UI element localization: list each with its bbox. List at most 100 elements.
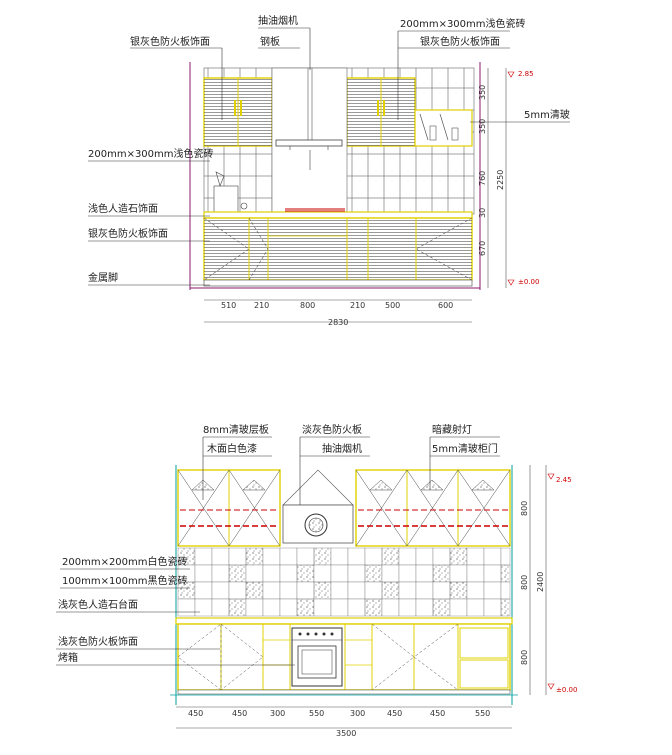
- tile-cell: [398, 547, 417, 566]
- label-stone-counter: 浅灰色人造石台面: [58, 598, 138, 611]
- tile-cell: [347, 581, 366, 600]
- tile-cell: [194, 598, 213, 617]
- dim-bw-1: 450: [188, 709, 203, 718]
- knife-rack: [213, 171, 248, 213]
- tile-cell: [381, 564, 400, 583]
- kick-plate: [203, 279, 473, 287]
- tile-cell: [194, 581, 213, 600]
- label-fireboard-base: 银灰色防火板饰面: [88, 227, 168, 240]
- countertop-top: [203, 211, 473, 219]
- tile-cell: [262, 581, 281, 600]
- top-width-dims: 510 210 800 210 500 600 2830: [204, 299, 472, 327]
- tile-cell: [279, 581, 298, 600]
- cooktop: [285, 208, 345, 212]
- tile-cell: [398, 564, 417, 583]
- dim-w-6: 600: [438, 301, 453, 310]
- tile-cell: [262, 598, 281, 617]
- dim-w-3: 800: [300, 301, 315, 310]
- tile-cell: [415, 547, 434, 566]
- base-cabinets-top: [203, 217, 473, 281]
- tile-cell: [296, 598, 315, 617]
- dim-w-2: 210: [254, 301, 269, 310]
- range-hood-bottom: [282, 469, 354, 544]
- upper-glass-cabinets-left: [177, 469, 281, 547]
- tile-cell: [483, 547, 502, 566]
- dim-h-1: 350: [478, 85, 487, 100]
- dim-bh-1: 800: [520, 501, 529, 516]
- tile-cell: [194, 547, 213, 566]
- dim-total-h: 2250: [496, 170, 505, 190]
- dim-w-5: 500: [385, 301, 400, 310]
- elev-b-top: 2.45: [556, 476, 572, 484]
- tile-cell: [245, 564, 264, 583]
- tile-cell: [279, 547, 298, 566]
- tile-cell: [466, 581, 485, 600]
- tile-cell: [313, 547, 332, 566]
- tile-cell: [228, 598, 247, 617]
- tile-cell: [432, 598, 451, 617]
- tile-cell: [245, 547, 264, 566]
- tile-cell: [500, 581, 511, 600]
- tile-cell: [228, 581, 247, 600]
- label-wood-paint: 木面白色漆: [207, 442, 257, 455]
- label-oven: 烤箱: [58, 651, 78, 664]
- label-white-tile: 200mm×200mm白色瓷砖: [62, 555, 188, 568]
- label-fireboard: 淡灰色防火板: [302, 423, 362, 436]
- tile-cell: [466, 564, 485, 583]
- elev-bottom: ±0.00: [518, 278, 539, 286]
- tile-cell: [330, 564, 349, 583]
- tile-cell: [262, 564, 281, 583]
- dim-bw-7: 450: [430, 709, 445, 718]
- bottom-height-dims: 800 800 800 2400 2.45 ±0.00: [520, 465, 577, 695]
- upper-glass-cabinets-right: [355, 469, 511, 547]
- tile-cell: [364, 598, 383, 617]
- dim-h-5: 670: [478, 241, 487, 256]
- label-hood-top: 抽油烟机: [258, 14, 298, 27]
- label-stone-left: 浅色人造石饰面: [88, 202, 158, 215]
- tile-cell: [296, 564, 315, 583]
- dim-bw-2: 450: [232, 709, 247, 718]
- label-tile-top-right: 200mm×300mm浅色瓷砖: [400, 17, 526, 30]
- upper-cabinet-right: [346, 77, 416, 147]
- label-tile-left: 200mm×300mm浅色瓷砖: [88, 147, 214, 160]
- tile-cell: [330, 547, 349, 566]
- elev-top: 2.85: [518, 70, 534, 78]
- tile-cell: [415, 598, 434, 617]
- tile-cell: [398, 598, 417, 617]
- label-steel: 钢板: [260, 35, 280, 48]
- tile-cell: [313, 581, 332, 600]
- tile-cell: [500, 564, 511, 583]
- label-downlight: 暗藏射灯: [432, 423, 472, 436]
- label-black-tile: 100mm×100mm黑色瓷砖: [62, 574, 188, 587]
- label-metal-leg: 金属脚: [88, 271, 118, 284]
- tile-cell: [296, 547, 315, 566]
- base-cabinets-bottom: [177, 623, 511, 691]
- tile-cell: [347, 547, 366, 566]
- label-fireboard-top-right: 银灰色防火板饰面: [420, 35, 500, 48]
- glass-shelf-cabinet: [414, 109, 473, 147]
- tile-cell: [449, 547, 468, 566]
- tile-cell: [296, 581, 315, 600]
- tile-cell: [177, 598, 196, 617]
- tile-cell: [449, 598, 468, 617]
- tile-cell: [211, 564, 230, 583]
- tile-cell: [449, 564, 468, 583]
- dim-bw-4: 550: [309, 709, 324, 718]
- top-upper-labels: 抽油烟机 钢板 200mm×300mm浅色瓷砖 银灰色防火板饰面 5mm清玻: [258, 14, 570, 123]
- tile-cell: [347, 598, 366, 617]
- upper-cabinet-left: [203, 77, 273, 147]
- label-glass-door: 5mm清玻柜门: [432, 442, 498, 455]
- tile-cell: [313, 598, 332, 617]
- top-height-dims: 350 350 760 30 670 2250 2.85 ±0.00: [478, 68, 539, 288]
- tile-cell: [211, 547, 230, 566]
- dim-bh-2: 800: [520, 575, 529, 590]
- tile-cell: [313, 564, 332, 583]
- tile-cell: [330, 598, 349, 617]
- bottom-elevation: 8mm清玻层板 木面白色漆 淡灰色防火板 抽油烟机 暗藏射灯 5mm清玻柜门 2…: [56, 423, 577, 738]
- range-hood: [271, 67, 348, 215]
- label-glass-shelf: 8mm清玻层板: [203, 423, 269, 436]
- tile-cell: [364, 581, 383, 600]
- label-fireboard-left: 银灰色防火板饰面: [130, 35, 210, 48]
- tile-cell: [415, 581, 434, 600]
